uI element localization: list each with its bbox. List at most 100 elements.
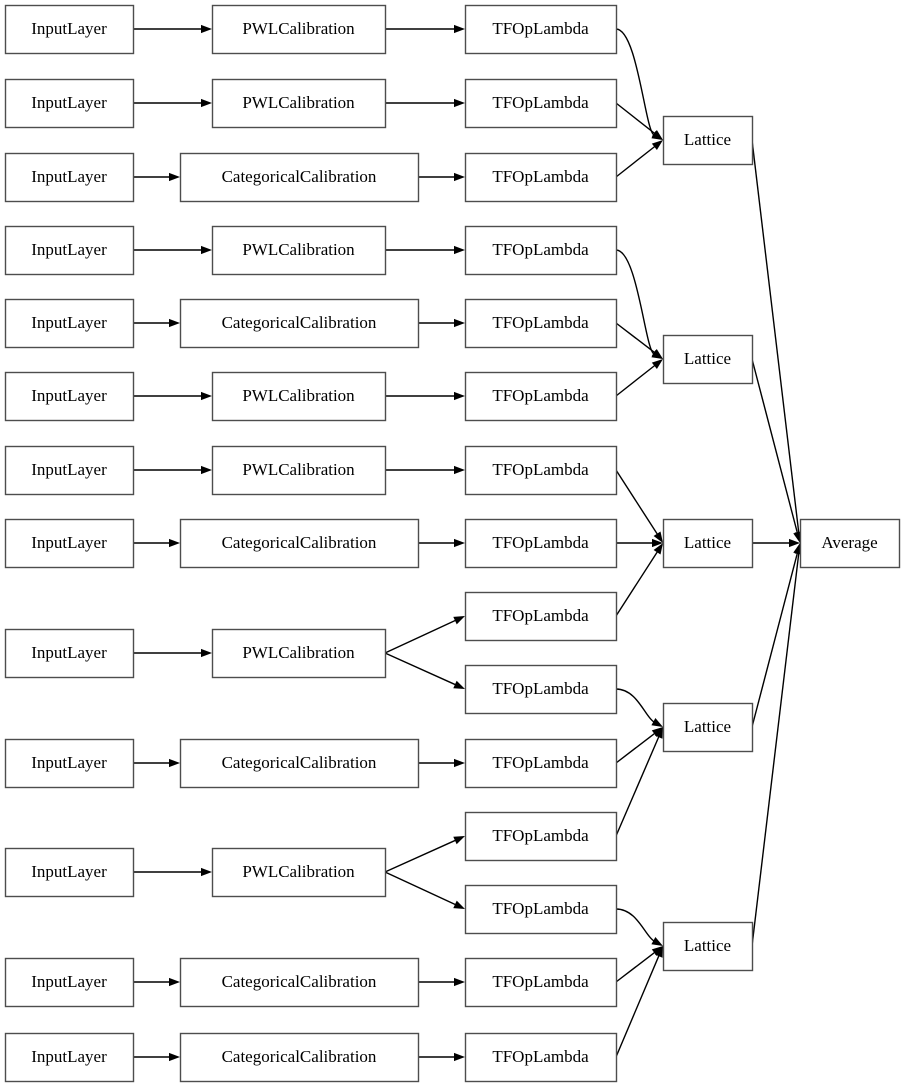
node-tfoplambda[interactable]: TFOpLambda	[464, 738, 618, 789]
arrowhead-in5-to-cal5	[169, 318, 180, 328]
node-tfoplambda[interactable]: TFOpLambda	[464, 884, 618, 935]
node-categoricalcalibration[interactable]: CategoricalCalibration	[179, 518, 420, 569]
node-tfoplambda[interactable]: TFOpLambda	[464, 1032, 618, 1083]
node-tfoplambda[interactable]: TFOpLambda	[464, 445, 618, 496]
node-lattice[interactable]: Lattice	[662, 518, 754, 569]
node-tfoplambda[interactable]: TFOpLambda	[464, 225, 618, 276]
node-inputlayer[interactable]: InputLayer	[4, 371, 135, 422]
arrowhead-cal9-to-op10	[453, 680, 465, 689]
node-tfoplambda[interactable]: TFOpLambda	[464, 811, 618, 862]
node-pwlcalibration-box	[211, 628, 387, 679]
node-inputlayer[interactable]: InputLayer	[4, 957, 135, 1008]
node-categoricalcalibration[interactable]: CategoricalCalibration	[179, 738, 420, 789]
edge-op14-to-lat5	[615, 951, 656, 983]
edge-op9-to-lat3	[615, 551, 658, 617]
node-pwlcalibration[interactable]: PWLCalibration	[211, 4, 387, 55]
node-lattice[interactable]: Lattice	[662, 334, 754, 385]
node-categoricalcalibration[interactable]: CategoricalCalibration	[179, 298, 420, 349]
node-categoricalcalibration[interactable]: CategoricalCalibration	[179, 957, 420, 1008]
node-inputlayer[interactable]: InputLayer	[4, 4, 135, 55]
arrowhead-op11-to-lat4	[651, 727, 663, 737]
node-inputlayer-box	[4, 371, 135, 422]
node-pwlcalibration-label: PWLCalibration	[242, 93, 355, 112]
edge-lat1-to-avg	[751, 139, 800, 533]
node-tfoplambda[interactable]: TFOpLambda	[464, 371, 618, 422]
node-lattice[interactable]: Lattice	[662, 702, 754, 753]
edge-lat4-to-avg	[751, 552, 799, 728]
node-lattice-label: Lattice	[684, 717, 731, 736]
node-inputlayer[interactable]: InputLayer	[4, 78, 135, 129]
node-inputlayer[interactable]: InputLayer	[4, 152, 135, 203]
node-tfoplambda-box	[464, 884, 618, 935]
node-categoricalcalibration-label: CategoricalCalibration	[222, 313, 377, 332]
node-inputlayer[interactable]: InputLayer	[4, 518, 135, 569]
node-categoricalcalibration-box	[179, 298, 420, 349]
node-tfoplambda-label: TFOpLambda	[492, 167, 589, 186]
node-categoricalcalibration[interactable]: CategoricalCalibration	[179, 1032, 420, 1083]
node-average[interactable]: Average	[799, 518, 901, 569]
node-tfoplambda[interactable]: TFOpLambda	[464, 152, 618, 203]
node-tfoplambda[interactable]: TFOpLambda	[464, 298, 618, 349]
edge-op10-to-lat4	[615, 688, 655, 723]
node-inputlayer-box	[4, 957, 135, 1008]
arrowhead-cal5-to-op5	[454, 318, 465, 328]
arrowhead-op7-to-lat3	[653, 531, 663, 543]
node-categoricalcalibration[interactable]: CategoricalCalibration	[179, 152, 420, 203]
arrowhead-in9-to-cal9	[201, 648, 212, 658]
node-tfoplambda[interactable]: TFOpLambda	[464, 4, 618, 55]
node-tfoplambda[interactable]: TFOpLambda	[464, 518, 618, 569]
node-tfoplambda-box	[464, 518, 618, 569]
arrowhead-cal1-to-op1	[454, 24, 465, 34]
node-tfoplambda-box	[464, 152, 618, 203]
arrowhead-in10-to-cal10	[169, 758, 180, 768]
node-pwlcalibration[interactable]: PWLCalibration	[211, 78, 387, 129]
arrowhead-op6-to-lat2	[651, 359, 663, 370]
node-categoricalcalibration-label: CategoricalCalibration	[222, 167, 377, 186]
arrowhead-cal8-to-op8	[454, 538, 465, 548]
node-lattice-label: Lattice	[684, 130, 731, 149]
node-tfoplambda[interactable]: TFOpLambda	[464, 78, 618, 129]
node-inputlayer-box	[4, 4, 135, 55]
node-inputlayer[interactable]: InputLayer	[4, 298, 135, 349]
node-inputlayer-label: InputLayer	[31, 862, 107, 881]
node-pwlcalibration[interactable]: PWLCalibration	[211, 371, 387, 422]
node-inputlayer[interactable]: InputLayer	[4, 847, 135, 898]
node-inputlayer-box	[4, 628, 135, 679]
node-tfoplambda[interactable]: TFOpLambda	[464, 957, 618, 1008]
node-tfoplambda-box	[464, 957, 618, 1008]
arrowhead-cal4-to-op4	[454, 245, 465, 255]
node-inputlayer[interactable]: InputLayer	[4, 445, 135, 496]
node-pwlcalibration[interactable]: PWLCalibration	[211, 847, 387, 898]
node-inputlayer-label: InputLayer	[31, 167, 107, 186]
node-inputlayer-label: InputLayer	[31, 753, 107, 772]
edge-op4-to-lat2	[615, 249, 655, 355]
arrowhead-in3-to-cal3	[169, 172, 180, 182]
node-layer: InputLayerInputLayerInputLayerInputLayer…	[4, 4, 901, 1083]
arrowhead-in13-to-cal13	[169, 1052, 180, 1062]
edge-op1-to-lat1	[615, 28, 655, 136]
node-inputlayer[interactable]: InputLayer	[4, 225, 135, 276]
node-tfoplambda[interactable]: TFOpLambda	[464, 591, 618, 642]
node-lattice[interactable]: Lattice	[662, 921, 754, 972]
arrowhead-in1-to-cal1	[201, 24, 212, 34]
arrowhead-lat3-to-avg	[789, 538, 800, 548]
node-inputlayer-box	[4, 225, 135, 276]
node-inputlayer-label: InputLayer	[31, 972, 107, 991]
node-lattice[interactable]: Lattice	[662, 115, 754, 166]
node-categoricalcalibration-label: CategoricalCalibration	[222, 1047, 377, 1066]
node-tfoplambda[interactable]: TFOpLambda	[464, 664, 618, 715]
node-pwlcalibration[interactable]: PWLCalibration	[211, 628, 387, 679]
node-pwlcalibration[interactable]: PWLCalibration	[211, 225, 387, 276]
arrowhead-in8-to-cal8	[169, 538, 180, 548]
node-inputlayer[interactable]: InputLayer	[4, 1032, 135, 1083]
node-inputlayer[interactable]: InputLayer	[4, 628, 135, 679]
edge-cal11-to-op13	[384, 871, 456, 906]
node-pwlcalibration[interactable]: PWLCalibration	[211, 445, 387, 496]
node-tfoplambda-label: TFOpLambda	[492, 240, 589, 259]
edge-op15-to-lat5	[615, 955, 660, 1058]
node-pwlcalibration-box	[211, 4, 387, 55]
node-inputlayer-label: InputLayer	[31, 19, 107, 38]
node-tfoplambda-box	[464, 738, 618, 789]
node-inputlayer[interactable]: InputLayer	[4, 738, 135, 789]
